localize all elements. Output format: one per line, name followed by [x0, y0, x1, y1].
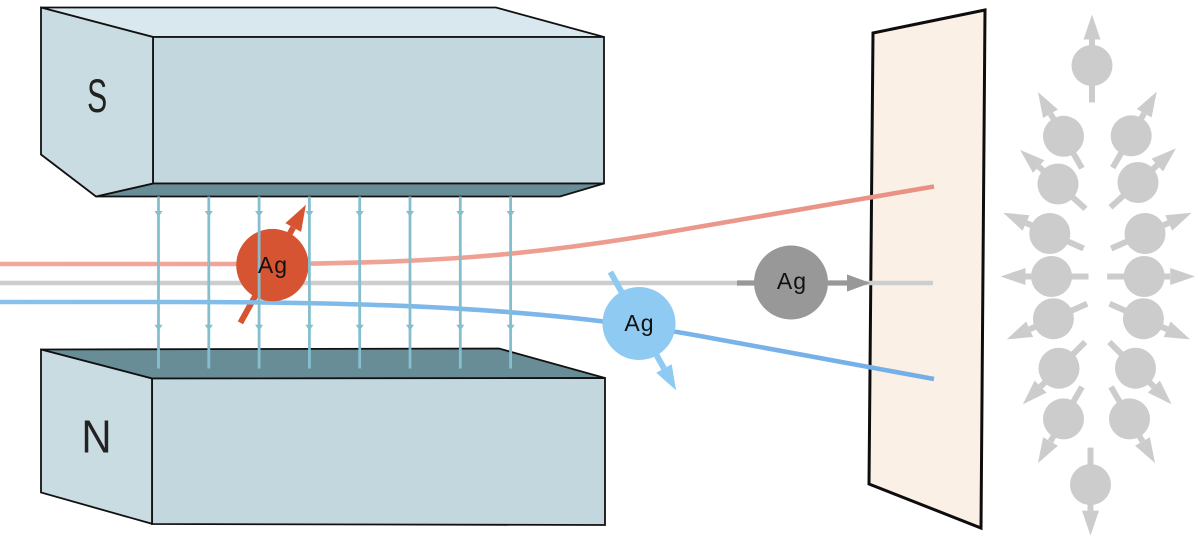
svg-text:Ag: Ag — [258, 252, 288, 278]
svg-text:Ag: Ag — [624, 310, 654, 336]
svg-text:N: N — [81, 412, 111, 463]
svg-text:S: S — [87, 70, 107, 122]
svg-text:Ag: Ag — [777, 268, 807, 294]
